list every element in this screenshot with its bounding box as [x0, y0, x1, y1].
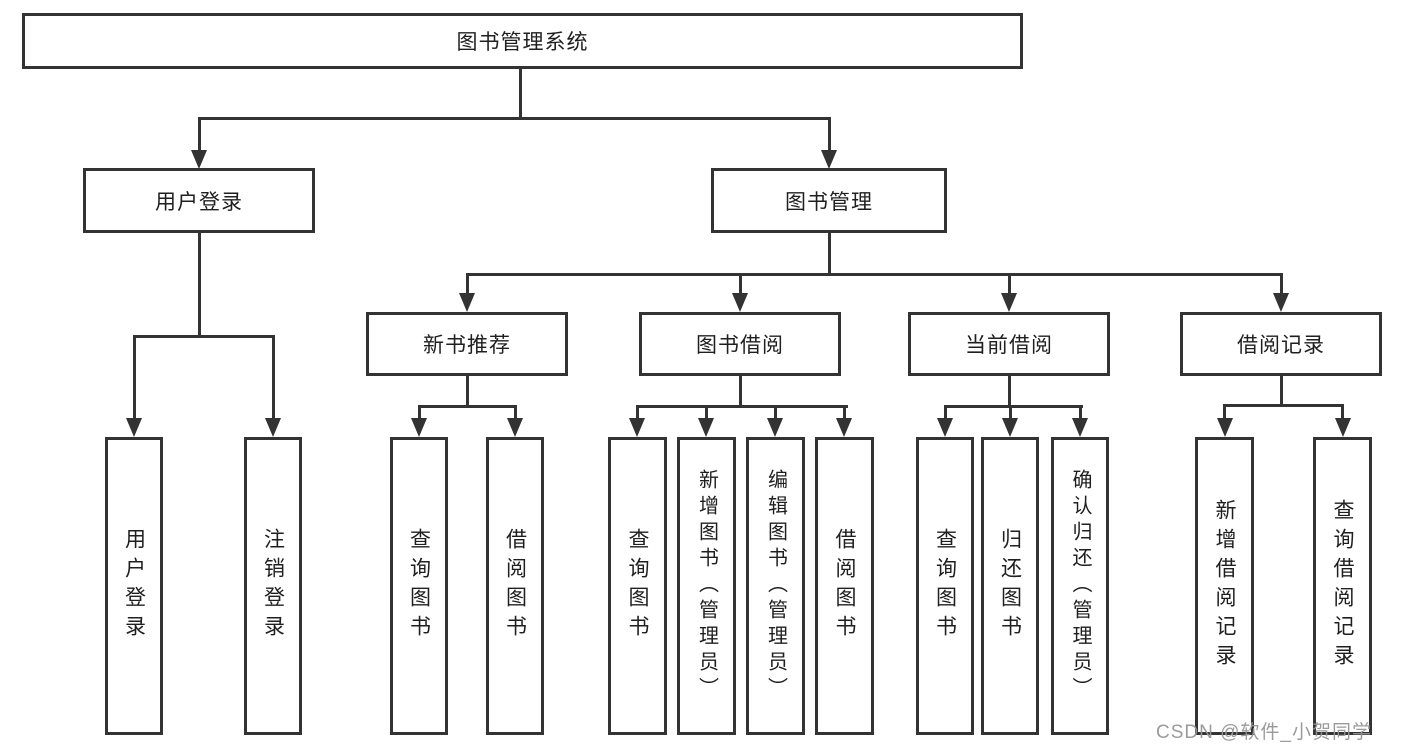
connector-drop-leaf [1008, 404, 1012, 419]
connector-drop-book-borrow [738, 272, 742, 295]
leaf-query-books-new: 查询图书 [390, 437, 448, 735]
node-root-label: 图书管理系统 [456, 31, 589, 54]
leaf-query-borrow-record: 查询借阅记录 [1313, 437, 1372, 735]
connector-current-borrow-stem [1007, 376, 1011, 407]
arrow-down-icon [411, 418, 427, 437]
leaf-query-books-current-label: 查询图书 [933, 528, 957, 644]
connector-drop-leaf [773, 404, 777, 419]
leaf-borrow-books-label: 借阅图书 [833, 528, 856, 644]
connector-borrow-records-stem [1279, 376, 1283, 406]
leaf-add-borrow-record-label: 新增借阅记录 [1213, 499, 1236, 673]
leaf-borrow-books-new-label: 借阅图书 [503, 528, 527, 644]
leaf-return-books: 归还图书 [981, 437, 1039, 735]
leaf-add-books-admin: 新增图书（管理员） [677, 437, 736, 735]
arrow-down-icon [507, 418, 523, 437]
connector-drop-leaf [132, 334, 136, 419]
leaf-query-books-current: 查询图书 [916, 437, 974, 735]
leaf-user-login: 用户登录 [105, 437, 163, 735]
arrow-down-icon [191, 150, 207, 169]
node-user-login: 用户登录 [83, 168, 315, 233]
arrow-down-icon [732, 293, 748, 312]
node-book-management: 图书管理 [711, 168, 947, 233]
arrow-down-icon [821, 150, 837, 169]
connector-drop-leaf [1341, 403, 1344, 419]
connector-new-books-rail [417, 404, 517, 408]
connector-drop-book-management [827, 116, 831, 151]
arrow-down-icon [1072, 418, 1088, 437]
connector-root-stem [518, 66, 522, 118]
connector-level3-rail [465, 272, 1283, 276]
arrow-down-icon [836, 418, 852, 437]
connector-drop-user-login [197, 116, 201, 151]
node-new-book-recommend: 新书推荐 [366, 312, 568, 376]
connector-drop-leaf [704, 404, 708, 419]
leaf-return-books-label: 归还图书 [998, 528, 1022, 644]
connector-book-management-stem [827, 233, 831, 275]
connector-user-login-stem [197, 233, 201, 336]
node-user-login-label: 用户登录 [155, 190, 243, 214]
connector-drop-leaf [1223, 403, 1226, 419]
arrow-down-icon [937, 418, 953, 437]
leaf-confirm-return-admin: 确认归还（管理员） [1051, 437, 1109, 735]
arrow-down-icon [629, 418, 645, 437]
leaf-edit-books-admin: 编辑图书（管理员） [746, 437, 805, 735]
connector-current-borrow-rail [943, 404, 1083, 408]
connector-drop-current-borrow [1007, 272, 1011, 295]
arrow-down-icon [1334, 418, 1351, 437]
leaf-borrow-books-new: 借阅图书 [486, 437, 544, 735]
csdn-watermark: CSDN @软件_小贺同学 [1156, 722, 1372, 743]
node-book-management-label: 图书管理 [785, 190, 873, 214]
connector-user-login-rail [132, 334, 275, 338]
node-new-book-recommend-label: 新书推荐 [423, 334, 511, 357]
leaf-add-books-admin-label: 新增图书（管理员） [695, 469, 718, 703]
connector-book-borrow-stem [738, 376, 742, 407]
leaf-logout: 注销登录 [244, 437, 302, 735]
node-current-borrow-label: 当前借阅 [965, 334, 1053, 357]
arrow-down-icon [126, 418, 142, 437]
connector-drop-leaf [842, 404, 846, 419]
leaf-query-books-new-label: 查询图书 [407, 528, 431, 644]
node-root: 图书管理系统 [22, 13, 1023, 69]
leaf-query-books-borrow-label: 查询图书 [626, 528, 649, 644]
node-borrow-records: 借阅记录 [1180, 312, 1382, 376]
connector-book-borrow-rail [635, 404, 848, 408]
node-current-borrow: 当前借阅 [908, 312, 1110, 376]
arrow-down-icon [1002, 418, 1018, 437]
node-book-borrow: 图书借阅 [639, 312, 841, 376]
connector-new-books-stem [465, 376, 469, 407]
connector-drop-borrow-records [1279, 272, 1283, 295]
leaf-borrow-books: 借阅图书 [815, 437, 874, 735]
connector-level2-rail [197, 116, 831, 120]
arrow-down-icon [1273, 293, 1289, 312]
connector-drop-leaf [635, 404, 639, 419]
leaf-edit-books-admin-label: 编辑图书（管理员） [764, 469, 787, 703]
arrow-down-icon [767, 418, 783, 437]
leaf-query-books-borrow: 查询图书 [608, 437, 667, 735]
connector-drop-new-books [465, 272, 469, 295]
connector-drop-leaf [271, 334, 275, 419]
node-borrow-records-label: 借阅记录 [1237, 334, 1325, 357]
leaf-query-borrow-record-label: 查询借阅记录 [1331, 499, 1354, 673]
arrow-down-icon [1216, 418, 1233, 437]
connector-drop-leaf [513, 404, 517, 419]
leaf-user-login-label: 用户登录 [122, 528, 146, 644]
leaf-confirm-return-admin-label: 确认归还（管理员） [1069, 469, 1091, 703]
leaf-add-borrow-record: 新增借阅记录 [1195, 437, 1254, 735]
connector-drop-leaf [943, 404, 947, 419]
arrow-down-icon [1001, 293, 1017, 312]
leaf-logout-label: 注销登录 [261, 528, 285, 644]
arrow-down-icon [265, 418, 281, 437]
arrow-down-icon [698, 418, 714, 437]
connector-drop-leaf [1078, 404, 1082, 419]
node-book-borrow-label: 图书借阅 [696, 334, 784, 357]
connector-borrow-records-rail [1223, 403, 1344, 407]
connector-drop-leaf [417, 404, 421, 419]
arrow-down-icon [459, 293, 475, 312]
